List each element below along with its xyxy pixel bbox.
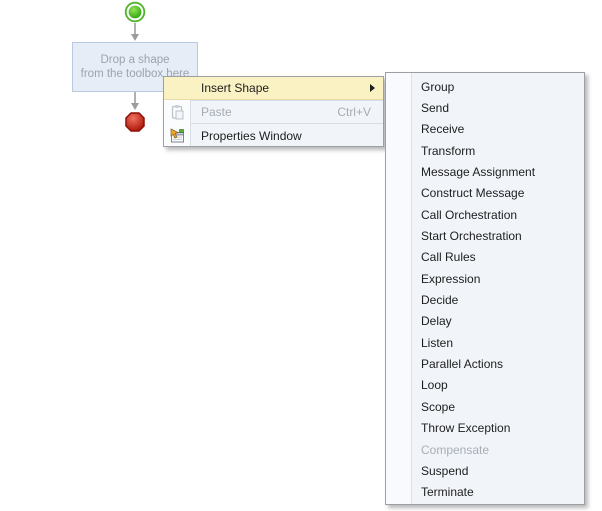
- submenu-item[interactable]: Delay: [386, 311, 584, 332]
- submenu-item-label: Loop: [421, 378, 448, 393]
- submenu-item-label: Scope: [421, 399, 456, 414]
- submenu-item-label: Delay: [421, 314, 452, 329]
- end-shape-icon[interactable]: [124, 111, 146, 133]
- paste-icon: [169, 104, 185, 120]
- submenu-item[interactable]: Message Assignment: [386, 161, 584, 182]
- submenu-item[interactable]: Transform: [386, 140, 584, 161]
- menu-separator: [190, 123, 383, 124]
- submenu-item-label: Call Orchestration: [421, 207, 518, 222]
- context-menu: Insert Shape Paste Ctrl+V: [163, 76, 384, 147]
- submenu-item[interactable]: Loop: [386, 375, 584, 396]
- submenu-item[interactable]: Suspend: [386, 460, 584, 481]
- submenu-item[interactable]: Call Orchestration: [386, 204, 584, 225]
- submenu-item-label: Expression: [421, 271, 481, 286]
- submenu-item[interactable]: Construct Message: [386, 183, 584, 204]
- submenu-item-label: Transform: [421, 143, 476, 158]
- submenu-item-label: Receive: [421, 122, 465, 137]
- submenu-icon-column: [386, 73, 412, 504]
- insert-shape-submenu: Group Send Receive Transform Message Ass…: [385, 72, 585, 505]
- menu-item-properties-window[interactable]: Properties Window: [164, 124, 383, 147]
- submenu-item-label: Message Assignment: [421, 165, 536, 180]
- submenu-item-label: Start Orchestration: [421, 229, 522, 244]
- submenu-item-label: Terminate: [421, 485, 474, 500]
- submenu-item[interactable]: Decide: [386, 289, 584, 310]
- submenu-item: Compensate: [386, 439, 584, 460]
- menu-item-paste-label: Paste: [201, 104, 232, 119]
- submenu-item-label: Send: [421, 101, 450, 116]
- submenu-item[interactable]: Throw Exception: [386, 418, 584, 439]
- connector-arrow: [129, 92, 141, 111]
- submenu-item-label: Suspend: [421, 463, 469, 478]
- submenu-item[interactable]: Scope: [386, 396, 584, 417]
- submenu-item-label: Compensate: [421, 442, 490, 457]
- submenu-item-list: Group Send Receive Transform Message Ass…: [386, 76, 584, 503]
- submenu-arrow-icon: [370, 84, 375, 92]
- submenu-item[interactable]: Receive: [386, 119, 584, 140]
- paste-shortcut: Ctrl+V: [337, 104, 371, 119]
- submenu-item[interactable]: Listen: [386, 332, 584, 353]
- drop-shape-placeholder[interactable]: Drop a shape from the toolbox here: [72, 42, 198, 92]
- submenu-item[interactable]: Call Rules: [386, 247, 584, 268]
- submenu-item[interactable]: Parallel Actions: [386, 353, 584, 374]
- submenu-item-label: Construct Message: [421, 186, 525, 201]
- start-shape-icon[interactable]: [124, 1, 146, 23]
- menu-item-insert-shape[interactable]: Insert Shape: [164, 77, 383, 100]
- placeholder-text-line2: from the toolbox here: [80, 68, 190, 80]
- menu-item-insert-shape-label: Insert Shape: [201, 81, 270, 95]
- properties-window-icon: [169, 127, 185, 144]
- submenu-item[interactable]: Start Orchestration: [386, 225, 584, 246]
- submenu-item[interactable]: Terminate: [386, 482, 584, 503]
- menu-item-properties-window-label: Properties Window: [201, 128, 302, 143]
- connector-arrow: [129, 23, 141, 42]
- placeholder-text-line1: Drop a shape: [100, 54, 170, 66]
- submenu-item-label: Decide: [421, 293, 459, 308]
- submenu-item[interactable]: Expression: [386, 268, 584, 289]
- submenu-item-label: Listen: [421, 335, 454, 350]
- menu-item-paste: Paste Ctrl+V: [164, 100, 383, 123]
- submenu-item-label: Call Rules: [421, 250, 476, 265]
- submenu-item-label: Group: [421, 79, 455, 94]
- menu-separator: [190, 100, 383, 101]
- submenu-item-label: Parallel Actions: [421, 357, 504, 372]
- submenu-item[interactable]: Send: [386, 97, 584, 118]
- submenu-item-label: Throw Exception: [421, 421, 511, 436]
- submenu-item[interactable]: Group: [386, 76, 584, 97]
